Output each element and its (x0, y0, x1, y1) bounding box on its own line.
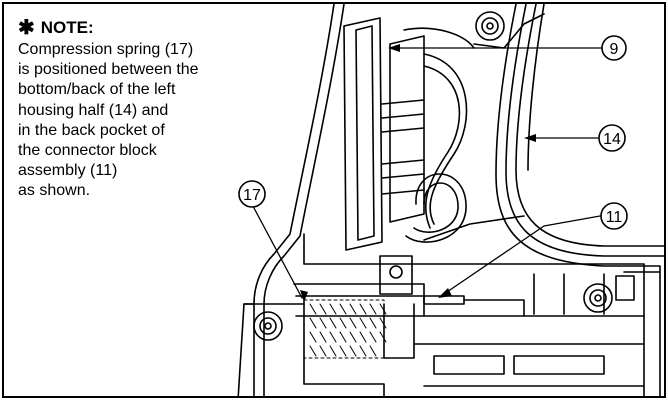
leader-lines (253, 47, 603, 299)
note-title: NOTE: (40, 18, 94, 37)
housing-diagram: 9 14 11 17 (237, 4, 664, 396)
diagram-frame: 9 14 11 17 ✱ NOTE: Compression spring (1… (2, 2, 666, 398)
compression-spring (303, 299, 387, 359)
callout-9: 9 (601, 35, 627, 61)
callout-11: 11 (600, 202, 628, 230)
arrowheads (300, 44, 536, 302)
note-line: bottom/back of the left (18, 81, 176, 99)
connector-block (243, 255, 465, 396)
left-screw (253, 311, 283, 341)
bottom-ribs (413, 273, 645, 387)
note-heading: ✱ NOTE: (18, 18, 288, 38)
note-line: assembly (11) (18, 162, 118, 180)
note-text: Compression spring (17) is positioned be… (18, 40, 288, 202)
note-line: is positioned between the (18, 61, 199, 79)
callout-11-label: 11 (606, 209, 623, 226)
callout-9-label: 9 (610, 41, 619, 58)
asterisk-icon: ✱ (18, 17, 35, 39)
note-line: as shown. (18, 182, 91, 200)
callout-14: 14 (598, 124, 626, 152)
note-line: housing half (14) and (18, 101, 169, 119)
callout-14-label: 14 (603, 131, 621, 148)
wire-loop (405, 173, 525, 243)
note-line: the connector block (18, 142, 157, 160)
note-block: ✱ NOTE: Compression spring (17) is posit… (18, 18, 288, 202)
callout-17: 17 (238, 180, 266, 208)
housing-shell (237, 4, 664, 396)
callout-17-label: 17 (243, 187, 261, 204)
note-line: in the back pocket of (18, 121, 165, 139)
switch-board (343, 17, 475, 251)
top-screw (473, 11, 545, 49)
note-line: Compression spring (17) (18, 41, 194, 58)
right-screw (583, 283, 613, 313)
